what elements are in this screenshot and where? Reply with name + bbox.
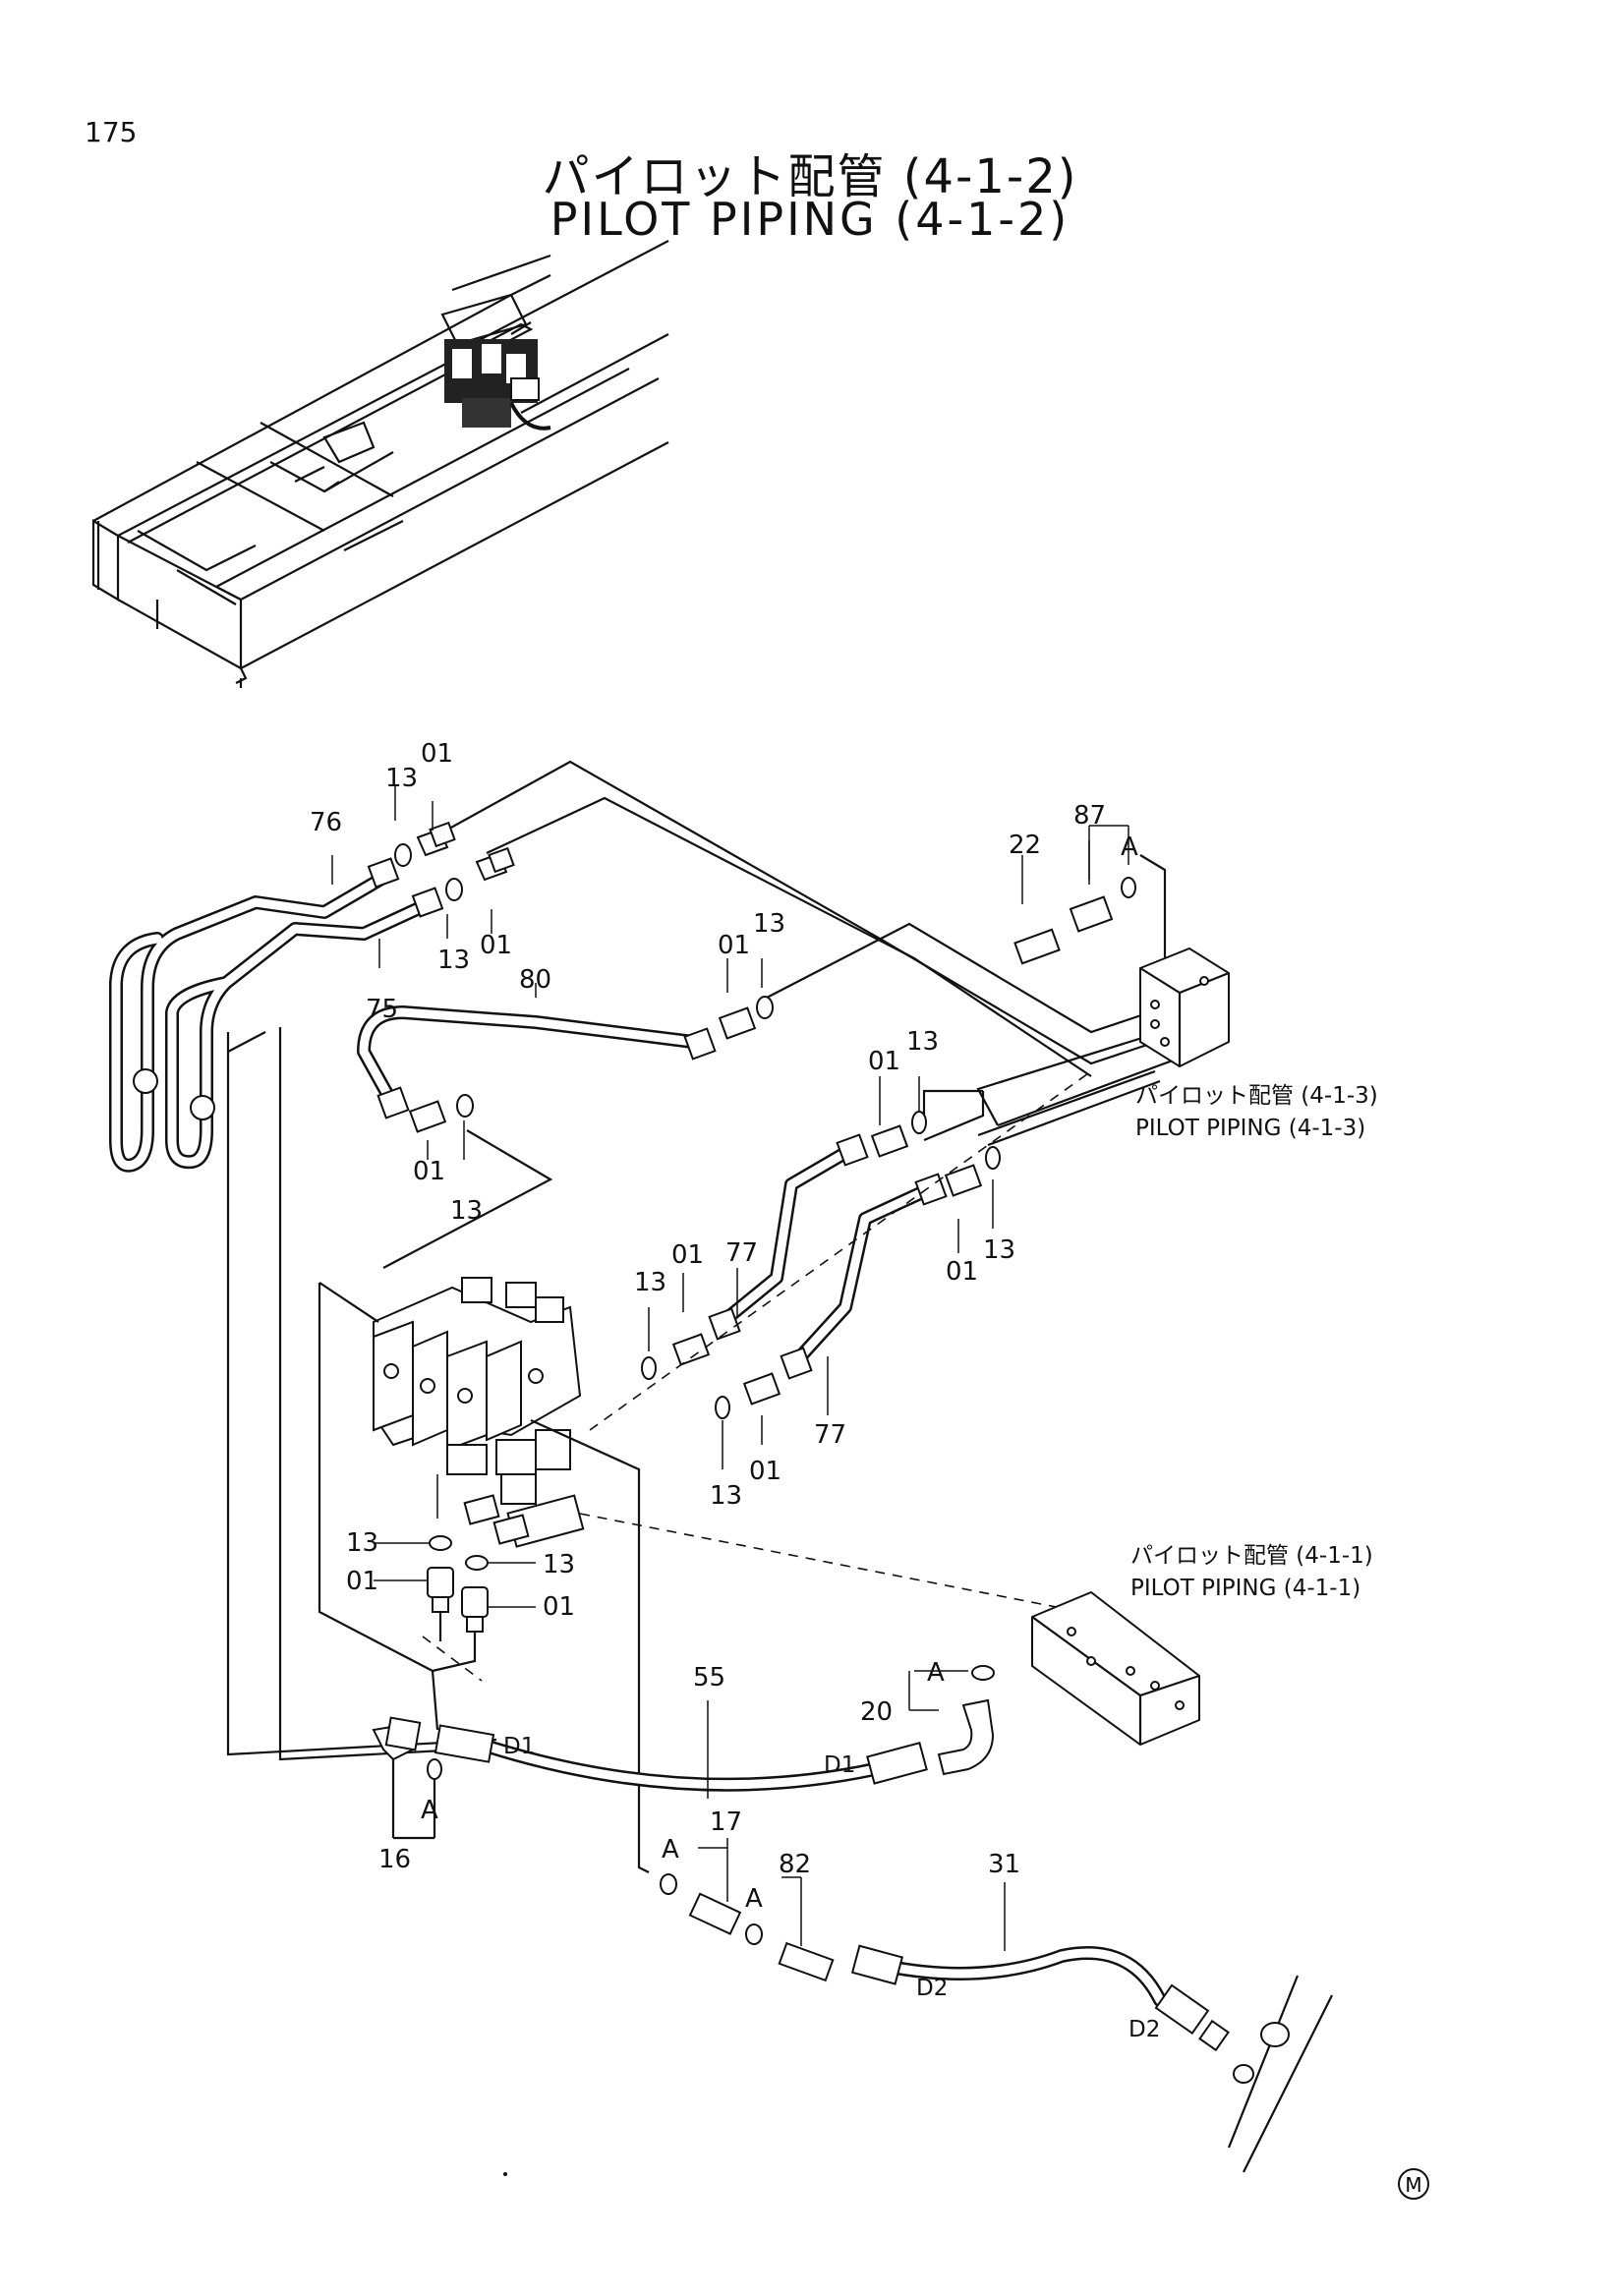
- callout-D1: D1: [824, 1752, 855, 1778]
- stray-dot: [503, 2172, 507, 2176]
- pipe-routing-lines: [439, 760, 1172, 1147]
- callout-13: 13: [906, 1027, 939, 1057]
- callout-01: 01: [543, 1592, 575, 1622]
- connection-block-lower: [1031, 1590, 1200, 1747]
- callout-75: 75: [366, 995, 398, 1024]
- hose-75: [133, 897, 434, 1170]
- frame-overview-inset: [91, 240, 669, 688]
- elbow-20: [937, 1665, 995, 1776]
- callout-01: 01: [868, 1047, 900, 1076]
- callout-13: 13: [437, 946, 470, 975]
- callout-20: 20: [860, 1697, 893, 1727]
- fitting-17: [660, 1873, 742, 1935]
- connection-block-upper: [1139, 947, 1230, 1068]
- callout-13: 13: [634, 1268, 666, 1297]
- callout-A: A: [745, 1884, 763, 1914]
- fittings-01-hose-77: [641, 1111, 1001, 1419]
- callout-13: 13: [543, 1550, 575, 1579]
- callout-01: 01: [749, 1457, 781, 1486]
- leader-dash-lower: [422, 1636, 483, 1682]
- o-ring-13-b: [445, 878, 463, 901]
- callout-31: 31: [988, 1850, 1020, 1879]
- circled-letter-icon: M: [1398, 2168, 1429, 2200]
- callout-01: 01: [480, 931, 512, 960]
- routing-line-77: [923, 1091, 985, 1142]
- callout-13: 13: [983, 1235, 1015, 1265]
- routing-hose-80-down: [382, 1129, 553, 1269]
- fitting-01-hose-80-right: [718, 996, 774, 1040]
- hose-77-lower: [780, 1173, 948, 1380]
- frame-corner-lower-right: [1227, 1975, 1333, 2173]
- o-ring-13-a: [394, 843, 412, 867]
- callout-D2: D2: [916, 1976, 948, 2001]
- callout-13: 13: [385, 764, 418, 793]
- callout-01: 01: [671, 1240, 704, 1270]
- reference-413-japanese: パイロット配管 (4-1-3): [1135, 1083, 1378, 1109]
- callout-80: 80: [519, 965, 551, 995]
- hose-80: [357, 1005, 717, 1119]
- page-number: 175: [85, 116, 138, 148]
- callout-01: 01: [718, 931, 750, 960]
- page-title-japanese: パイロット配管 (4-1-2): [542, 149, 1078, 204]
- callout-16: 16: [378, 1845, 411, 1874]
- callout-87: 87: [1073, 801, 1106, 831]
- callout-82: 82: [779, 1850, 811, 1879]
- callout-77: 77: [814, 1420, 846, 1450]
- callout-D1: D1: [503, 1734, 535, 1759]
- reference-411-english: PILOT PIPING (4-1-1): [1130, 1576, 1360, 1601]
- fitting-01-valve-left: [427, 1535, 454, 1613]
- callout-A: A: [662, 1835, 679, 1865]
- fitting-01-upper-a: [416, 821, 456, 857]
- leader-valve-fittings: [432, 1612, 477, 1673]
- callout-13: 13: [710, 1481, 742, 1511]
- reference-411-japanese: パイロット配管 (4-1-1): [1130, 1543, 1373, 1569]
- hose-77-upper: [708, 1133, 869, 1341]
- callout-77: 77: [725, 1238, 758, 1268]
- routing-valve-right: [530, 1418, 650, 1873]
- leader-to-ref-413: [589, 1070, 1092, 1431]
- corner-mark-letter: M: [1405, 2173, 1421, 2197]
- callout-A: A: [1121, 832, 1138, 862]
- fitting-01-hose-80-left: [408, 1094, 474, 1133]
- routing-line-left-3: [227, 1031, 266, 1053]
- page-title-english: PILOT PIPING (4-1-2): [550, 193, 1070, 246]
- fitting-01-valve-right: [461, 1555, 489, 1633]
- callout-leaders: [331, 786, 1129, 1951]
- reference-413-english: PILOT PIPING (4-1-3): [1135, 1116, 1365, 1141]
- callout-01: 01: [346, 1567, 378, 1596]
- routing-valve-left: [318, 1282, 439, 1731]
- fitting-82: [745, 1923, 835, 1982]
- hose-76: [109, 868, 395, 1173]
- callout-A: A: [927, 1658, 945, 1688]
- callout-D2: D2: [1128, 2017, 1160, 2042]
- callout-22: 22: [1009, 831, 1041, 860]
- callout-13: 13: [450, 1196, 483, 1226]
- callout-01: 01: [421, 739, 453, 769]
- hose-75-nut: [411, 887, 444, 918]
- callout-17: 17: [710, 1808, 742, 1837]
- callout-13: 13: [346, 1528, 378, 1558]
- callout-55: 55: [693, 1663, 725, 1693]
- callout-01: 01: [946, 1257, 978, 1287]
- callout-76: 76: [310, 808, 342, 837]
- leader-16: [391, 1759, 436, 1840]
- valve-cluster-detail: [444, 339, 551, 430]
- fitting-87: [1069, 877, 1136, 933]
- elbow-16: [372, 1716, 442, 1780]
- callout-13: 13: [753, 909, 785, 939]
- callout-01: 01: [413, 1157, 445, 1186]
- callout-A: A: [421, 1796, 438, 1825]
- pilot-valve-assembly: [373, 1277, 585, 1548]
- hose-76-nut: [367, 857, 400, 889]
- fitting-01-upper-b: [475, 846, 515, 882]
- fitting-22: [1013, 928, 1061, 965]
- hose-55: [434, 1724, 928, 1792]
- leader-to-ref-411: [579, 1513, 1082, 1613]
- hose-31: [850, 1944, 1230, 2052]
